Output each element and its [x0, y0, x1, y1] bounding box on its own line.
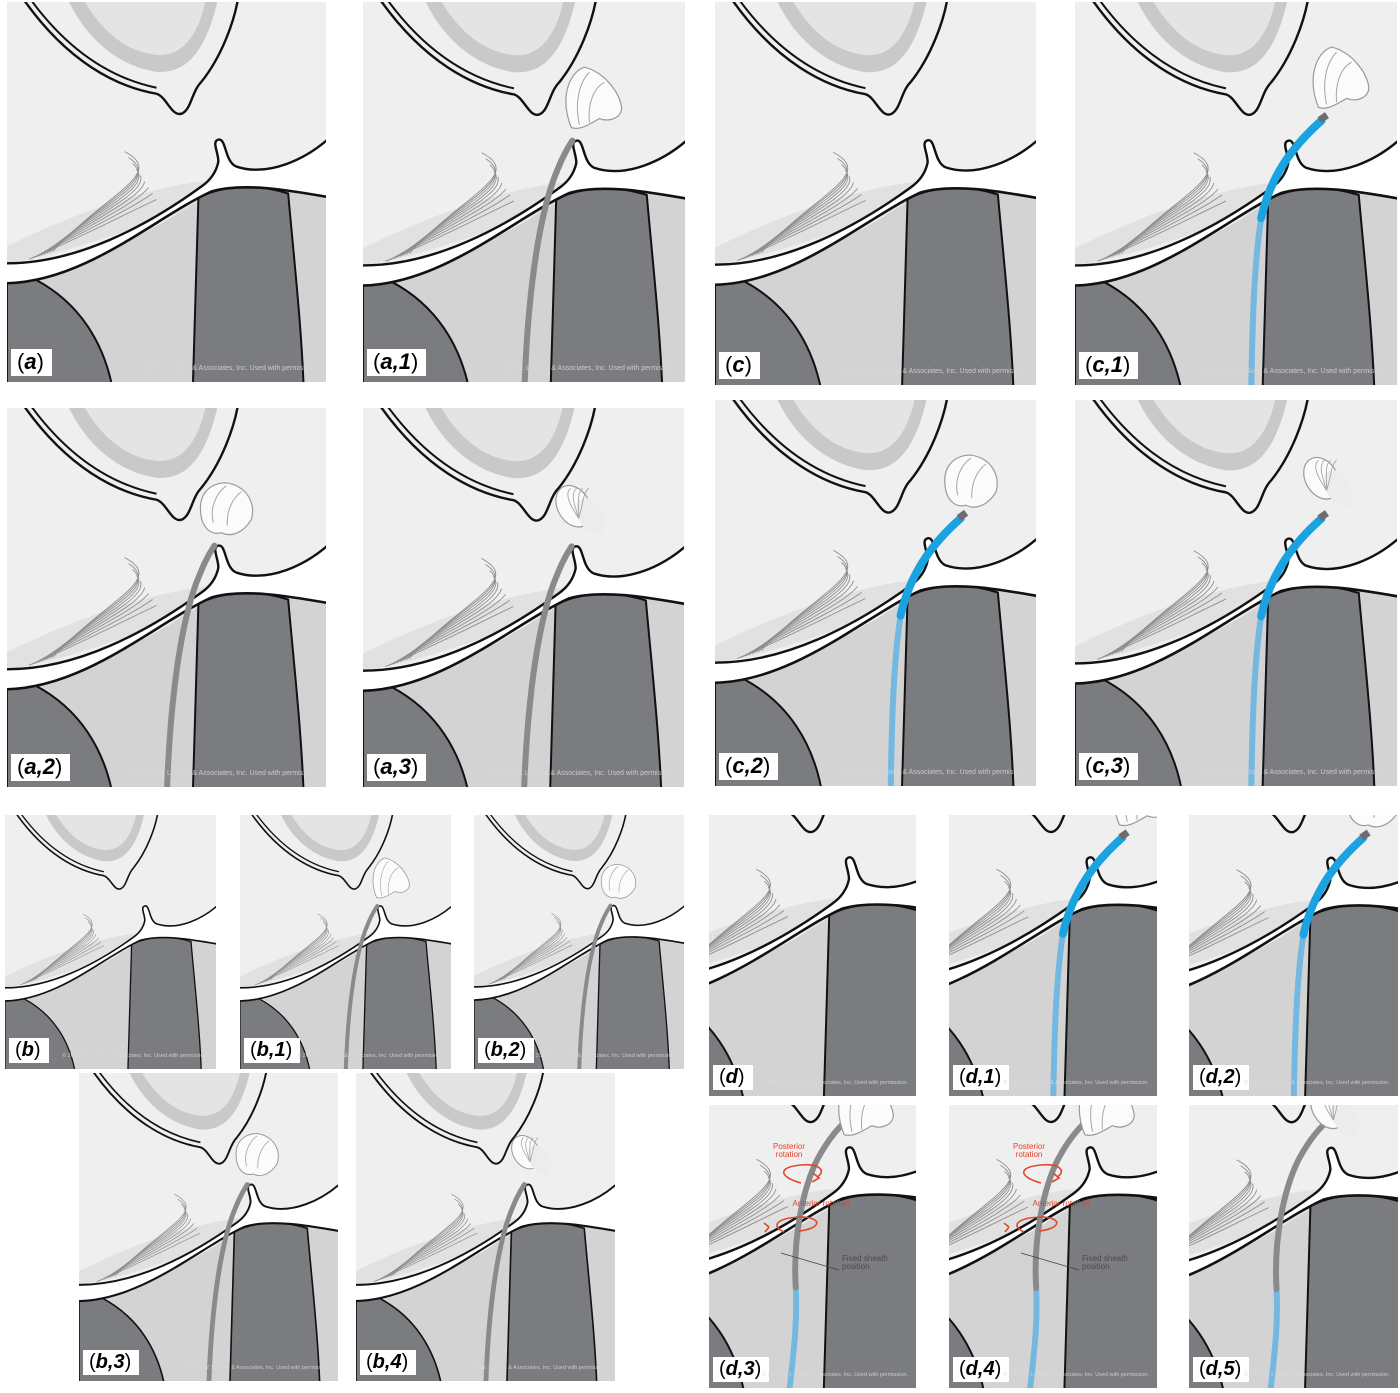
copyright-text: © 2020 W. L. Gore & Associates, Inc. Use… [530, 1053, 676, 1059]
copyright-text: © 2020 W. L. Gore & Associates, Inc. Use… [1244, 1080, 1390, 1086]
panel-b-3: (b,3) © 2020 W. L. Gore & Associates, Inc… [79, 1073, 338, 1381]
panel-label: (b,4) [360, 1350, 417, 1375]
anatomy-illustration [949, 815, 1157, 1096]
anatomy-illustration [363, 408, 684, 787]
panel-a-3: (a,3) © 2020 W. L. Gore & Associates, Inc… [363, 408, 684, 787]
anatomy-illustration [715, 2, 1036, 385]
copyright-text: © 2020 W. L. Gore & Associates, Inc. Use… [1003, 1080, 1149, 1086]
anatomy-illustration [949, 1105, 1157, 1388]
panel-c-3: (c,3) © 2020 W. L. Gore & Associates, Inc… [1075, 400, 1397, 786]
anatomy-illustration [1075, 400, 1397, 786]
panel-b-4: (b,4) © 2020 W. L. Gore & Associates, Inc… [356, 1073, 615, 1381]
posterior-rotation-label: Posterior rotation [1012, 1142, 1045, 1160]
panel-b: (b) © 2020 W. L. Gore & Associates, Inc. … [5, 815, 216, 1069]
copyright-text: © 2020 W. L. Gore & Associates, Inc. Use… [1203, 769, 1389, 776]
anatomy-illustration [1189, 815, 1398, 1096]
copyright-text: © 2020 W. L. Gore & Associates, Inc. Use… [461, 1365, 607, 1371]
anatomy-illustration [709, 1105, 916, 1388]
panel-label: (a) [11, 348, 52, 376]
panel-label: (c,1) [1079, 351, 1139, 379]
copyright-text: © 2020 W. L. Gore & Associates, Inc. Use… [842, 368, 1028, 375]
panel-label: (a,1) [367, 348, 427, 376]
panel-label: (a,2) [11, 753, 71, 781]
panel-c: (c) © 2020 W. L. Gore & Associates, Inc. … [715, 2, 1036, 385]
anatomy-illustration [474, 815, 684, 1069]
panel-label: (c,3) [1079, 752, 1139, 780]
panel-label: (c) [719, 351, 760, 379]
fixed-sheath-position-label: Fixed sheath position [842, 1254, 888, 1272]
panel-label: (b,2) [478, 1038, 535, 1063]
copyright-text: © 2020 W. L. Gore & Associates, Inc. Use… [132, 770, 318, 777]
panel-label: (c,2) [719, 752, 779, 780]
panel-label: (b,1) [244, 1038, 301, 1063]
panel-b-1: (b,1)© 2020 W. L. Gore & Associates, Inc… [240, 815, 451, 1069]
anatomy-illustration [7, 2, 326, 382]
anterior-rotation-label: Anterior rotation [1032, 1199, 1090, 1208]
anatomy-illustration [7, 408, 326, 787]
anatomy-illustration [363, 2, 685, 382]
anatomy-illustration [356, 1073, 615, 1381]
panel-b-2: (b,2)© 2020 W. L. Gore & Associates, Inc… [474, 815, 684, 1069]
panel-label: (d) [713, 1065, 753, 1090]
anatomy-illustration [709, 815, 916, 1096]
copyright-text: © 2020 W. L. Gore & Associates, Inc. Use… [132, 365, 318, 372]
copyright-text: © 2020 W. L. Gore & Associates, Inc. Use… [842, 769, 1028, 776]
anatomy-illustration [79, 1073, 338, 1381]
panel-c-2: (c,2) © 2020 W. L. Gore & Associates, Inc… [715, 400, 1036, 786]
fixed-sheath-position-label: Fixed sheath position [1082, 1254, 1128, 1272]
panel-a: (a) © 2020 W. L. Gore & Associates, Inc. … [7, 2, 326, 382]
copyright-text: © 2020 W. L. Gore & Associates, Inc. Use… [1203, 368, 1389, 375]
panel-a-2: (a,2) © 2020 W. L. Gore & Associates, Inc… [7, 408, 326, 787]
panel-d-4: (d,4)© 2020 W. L. Gore & Associates, Inc… [949, 1105, 1157, 1388]
copyright-text: © 2020 W. L. Gore & Associates, Inc. Use… [62, 1053, 208, 1059]
copyright-text: © 2020 W. L. Gore & Associates, Inc. Use… [297, 1053, 443, 1059]
anatomy-illustration [5, 815, 216, 1069]
panel-label: (d,4) [953, 1357, 1010, 1382]
panel-d-3: (d,3)© 2020 W. L. Gore & Associates, Inc… [709, 1105, 916, 1388]
copyright-text: © 2020 W. L. Gore & Associates, Inc. Use… [762, 1372, 908, 1378]
panel-a-1: (a,1) © 2020 W. L. Gore & Associates, Inc… [363, 2, 685, 382]
panel-label: (d,5) [1193, 1357, 1250, 1382]
copyright-text: © 2020 W. L. Gore & Associates, Inc. Use… [762, 1080, 908, 1086]
panel-label: (b) [9, 1038, 49, 1063]
copyright-text: © 2020 W. L. Gore & Associates, Inc. Use… [1244, 1372, 1390, 1378]
anterior-rotation-label: Anterior rotation [792, 1199, 850, 1208]
panel-d-5: (d,5)© 2020 W. L. Gore & Associates, Inc… [1189, 1105, 1398, 1388]
copyright-text: © 2020 W. L. Gore & Associates, Inc. Use… [184, 1365, 330, 1371]
anatomy-illustration [1189, 1105, 1398, 1388]
anatomy-illustration [1075, 2, 1397, 385]
anatomy-illustration [240, 815, 451, 1069]
panel-label: (d,3) [713, 1357, 770, 1382]
panel-label: (b,3) [83, 1350, 140, 1375]
posterior-rotation-label: Posterior rotation [772, 1142, 805, 1160]
anatomy-illustration [715, 400, 1036, 786]
panel-d-2: (d,2)© 2020 W. L. Gore & Associates, Inc… [1189, 815, 1398, 1096]
copyright-text: © 2020 W. L. Gore & Associates, Inc. Use… [490, 770, 676, 777]
panel-c-1: (c,1) © 2020 W. L. Gore & Associates, Inc… [1075, 2, 1397, 385]
panel-label: (d,1) [953, 1065, 1010, 1090]
panel-d-1: (d,1)© 2020 W. L. Gore & Associates, Inc… [949, 815, 1157, 1096]
panel-d: (d) © 2020 W. L. Gore & Associates, Inc. … [709, 815, 916, 1096]
copyright-text: © 2020 W. L. Gore & Associates, Inc. Use… [491, 365, 677, 372]
panel-label: (a,3) [367, 753, 427, 781]
panel-label: (d,2) [1193, 1065, 1250, 1090]
copyright-text: © 2020 W. L. Gore & Associates, Inc. Use… [1003, 1372, 1149, 1378]
